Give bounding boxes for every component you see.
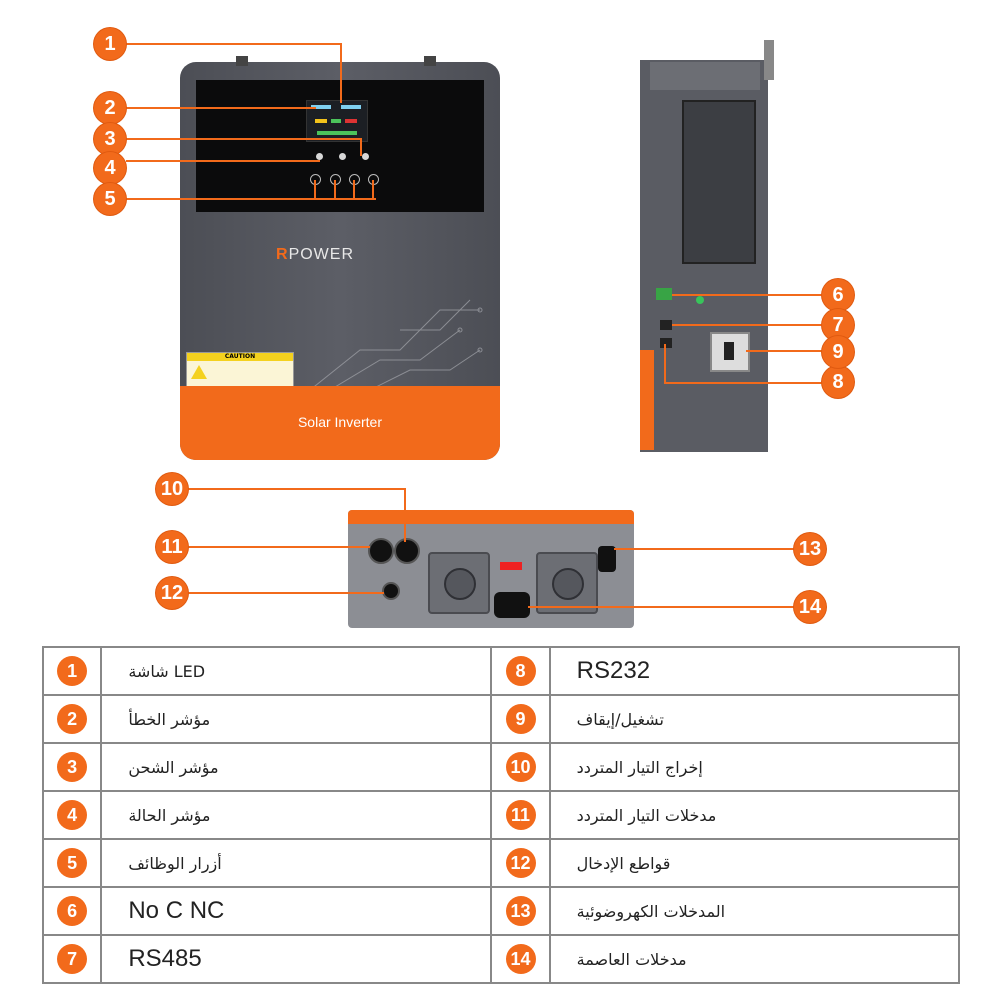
- callout-14: 14: [794, 591, 826, 623]
- legend-label: مؤشر الخطأ: [100, 694, 493, 744]
- power-switch[interactable]: [710, 332, 750, 372]
- legend-number: 9: [505, 704, 536, 734]
- callout-7: 7: [822, 309, 854, 341]
- legend-number: 2: [57, 704, 88, 734]
- ac-input-socket: [368, 538, 394, 564]
- fault-indicator: [316, 153, 323, 160]
- legend-label: مدخلات العاصمة: [548, 934, 961, 984]
- callout-5: 5: [94, 183, 126, 215]
- legend-label: RS485: [100, 934, 493, 984]
- legend-row: 3 مؤشر الشحن 10 إخراج التيار المتردد: [41, 742, 961, 792]
- callout-13: 13: [794, 533, 826, 565]
- callout-8: 8: [822, 366, 854, 398]
- side-top-cap: [650, 62, 760, 90]
- legend-label: RS232: [548, 646, 961, 696]
- legend-label: No C NC: [100, 886, 493, 936]
- callout-12: 12: [156, 577, 188, 609]
- legend-label: المدخلات الكهروضوئية: [548, 886, 961, 936]
- cooling-fan-left: [428, 552, 490, 614]
- callout-2: 2: [94, 92, 126, 124]
- side-orange-strip: [640, 350, 654, 450]
- legend-number: 7: [57, 944, 88, 974]
- brand-logo: RPOWER: [276, 246, 355, 263]
- charge-indicator: [339, 153, 346, 160]
- rs232-port: [660, 338, 672, 348]
- callout-6: 6: [822, 279, 854, 311]
- model-label: Solar Inverter: [297, 414, 383, 430]
- callout-1: 1: [94, 28, 126, 60]
- legend-number: 1: [57, 656, 88, 686]
- mount-hole: [236, 56, 248, 66]
- callout-9: 9: [822, 336, 854, 368]
- legend-row: 5 أزرار الوظائف 12 قواطع الإدخال: [41, 838, 961, 888]
- caution-label: CAUTION: [186, 352, 294, 390]
- legend-row: 4 مؤشر الحالة 11 مدخلات التيار المتردد: [41, 790, 961, 840]
- front-orange-base: [180, 386, 500, 460]
- legend-label: قواطع الإدخال: [548, 838, 961, 888]
- legend-row: 2 مؤشر الخطأ 9 تشغيل/إيقاف: [41, 694, 961, 744]
- side-vent: [682, 100, 756, 264]
- legend-row: 7 RS485 14 مدخلات العاصمة: [41, 934, 961, 984]
- legend-number: 14: [505, 944, 536, 974]
- legend-label: إخراج التيار المتردد: [548, 742, 961, 792]
- status-led: [696, 296, 704, 304]
- dc-positive-marker: [500, 562, 522, 570]
- callout-3: 3: [94, 123, 126, 155]
- cooling-fan-right: [536, 552, 598, 614]
- legend-label: مؤشر الشحن: [100, 742, 493, 792]
- pv-input-socket: [598, 546, 616, 572]
- dc-input-socket: [494, 592, 530, 618]
- legend-number: 5: [57, 848, 88, 878]
- mount-hole: [424, 56, 436, 66]
- bottom-orange-strip: [348, 510, 634, 524]
- legend-label: شاشة LED: [100, 646, 493, 696]
- callout-4: 4: [94, 152, 126, 184]
- warning-icon: [191, 365, 207, 379]
- input-breaker[interactable]: [382, 582, 400, 600]
- legend-number: 4: [57, 800, 88, 830]
- legend-number: 8: [505, 656, 536, 686]
- legend-number: 3: [57, 752, 88, 782]
- status-indicator: [362, 153, 369, 160]
- legend-row: 1 شاشة LED 8 RS232: [41, 646, 961, 696]
- dry-contact-terminal: [656, 288, 672, 300]
- legend-number: 11: [505, 800, 536, 830]
- legend-number: 13: [505, 896, 536, 926]
- legend-row: 6 No C NC 13 المدخلات الكهروضوئية: [41, 886, 961, 936]
- legend-label: أزرار الوظائف: [100, 838, 493, 888]
- legend-number: 6: [57, 896, 88, 926]
- legend-number: 12: [505, 848, 536, 878]
- callout-10: 10: [156, 473, 188, 505]
- callout-11: 11: [156, 531, 188, 563]
- mount-bracket: [764, 40, 774, 80]
- led-display: [306, 100, 368, 142]
- legend-number: 10: [505, 752, 536, 782]
- ac-output-socket: [394, 538, 420, 564]
- legend-label: مؤشر الحالة: [100, 790, 493, 840]
- rs485-port: [660, 320, 672, 330]
- legend-label: مدخلات التيار المتردد: [548, 790, 961, 840]
- circuit-pattern: [309, 299, 483, 391]
- legend-label: تشغيل/إيقاف: [548, 694, 961, 744]
